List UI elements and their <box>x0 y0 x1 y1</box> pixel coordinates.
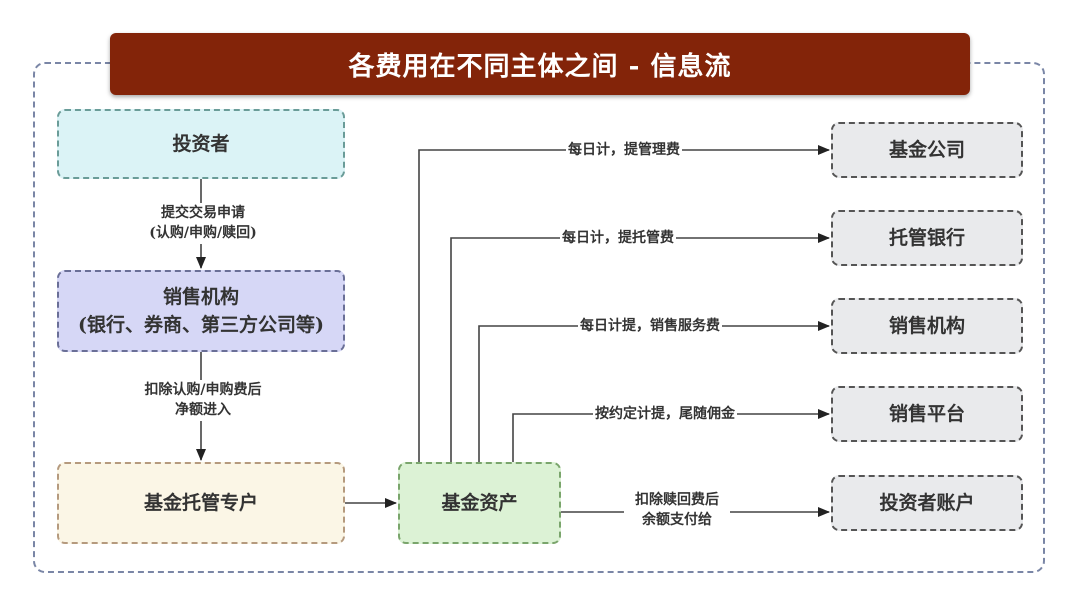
node-fund-assets: 基金资产 <box>398 462 561 544</box>
edge-label-line: 余额支付给 <box>642 512 712 529</box>
edge-label-line: 扣除认购/申购费后 <box>144 382 262 398</box>
node-custodian-bank-label: 托管银行 <box>888 226 965 249</box>
edge-label-line: (认购/申购/赎回) <box>149 225 257 242</box>
node-sales-platform-label: 销售平台 <box>888 402 965 425</box>
edge-assets-to-fund-company <box>418 145 830 462</box>
edge-label-assets-to-fund-company: 每日计，提管理费 <box>566 140 682 161</box>
edge-assets-to-sales-institution <box>478 321 830 462</box>
edge-label-assets-to-custodian-bank: 每日计，提托管费 <box>560 228 676 249</box>
node-investor-account: 投资者账户 <box>831 475 1023 531</box>
edge-label-line: 提交交易申请 <box>161 205 245 221</box>
node-investor-label: 投资者 <box>172 132 230 155</box>
node-fund-assets-label: 基金资产 <box>441 491 518 514</box>
node-sales-institution-subtitle: (银行、券商、第三方公司等) <box>78 314 324 336</box>
edge-label-assets-to-investor-account: 扣除赎回费后 余额支付给 <box>624 490 730 531</box>
node-sales-institution-right: 销售机构 <box>831 298 1023 354</box>
node-sales-platform: 销售平台 <box>831 386 1023 442</box>
node-fund-company: 基金公司 <box>831 122 1023 178</box>
edge-label-line: 扣除赎回费后 <box>635 492 719 508</box>
node-custodian-bank: 托管银行 <box>831 210 1023 266</box>
node-investor: 投资者 <box>57 109 345 179</box>
edge-assets-to-custodian-bank <box>450 233 830 462</box>
edge-label-line: 净额进入 <box>175 402 231 419</box>
node-custody-account: 基金托管专户 <box>57 462 345 544</box>
edge-label-assets-to-sales-institution: 每日计提，销售服务费 <box>578 316 722 337</box>
edge-label-sales-to-custody: 扣除认购/申购费后 净额进入 <box>127 380 279 421</box>
edge-label-investor-to-sales: 提交交易申请 (认购/申购/赎回) <box>133 203 273 244</box>
edge-label-assets-to-sales-platform: 按约定计提，尾随佣金 <box>593 404 737 425</box>
node-sales-institution-right-label: 销售机构 <box>888 314 965 337</box>
node-sales-institution: 销售机构 (银行、券商、第三方公司等) <box>57 270 345 352</box>
node-custody-account-label: 基金托管专户 <box>143 491 258 514</box>
node-sales-institution-title: 销售机构 <box>162 285 239 308</box>
diagram-title: 各费用在不同主体之间 - 信息流 <box>110 33 970 95</box>
node-investor-account-label: 投资者账户 <box>879 491 975 514</box>
node-fund-company-label: 基金公司 <box>888 138 965 161</box>
